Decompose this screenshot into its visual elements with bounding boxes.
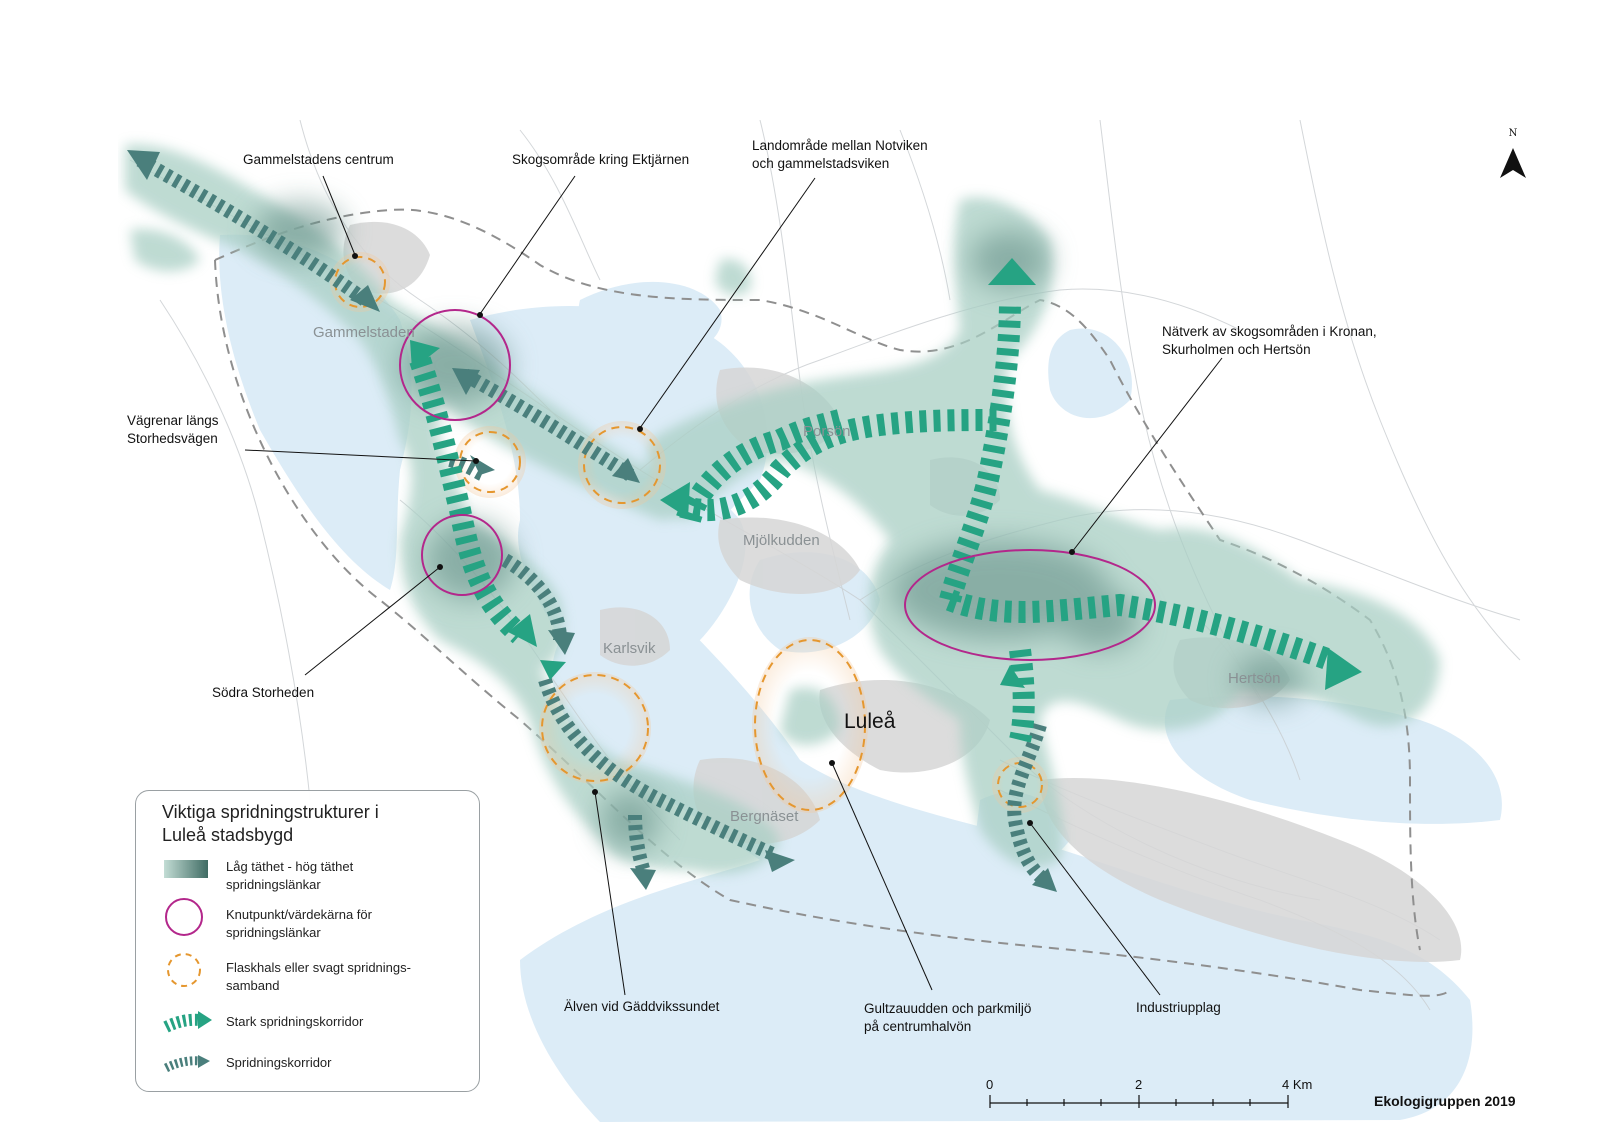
place-hertson: Hertsön xyxy=(1228,670,1281,687)
node-ektjarnen xyxy=(399,309,511,421)
weak-corridor-gaddvik xyxy=(538,677,778,862)
callout-kronan-line1: Nätverk av skogsområden i Kronan, xyxy=(1162,324,1377,339)
north-label: N xyxy=(1508,128,1518,139)
place-karlsvik: Karlsvik xyxy=(603,640,656,657)
bottleneck-notviken xyxy=(583,426,661,504)
legend-title-line1: Viktiga spridningstrukturer i xyxy=(162,802,379,822)
node-circles xyxy=(399,309,1156,661)
bottleneck-storhedsvagen xyxy=(459,431,521,493)
callout-lines xyxy=(244,175,1223,996)
callout-gultzauudden-line1: Gultzauudden och parkmiljö xyxy=(864,1001,1032,1016)
strong-corridor-porson xyxy=(676,409,1001,522)
scale-tick-4: 4 Km xyxy=(1282,1077,1313,1092)
strong-corridor-storheden xyxy=(409,356,528,644)
callout-ektjarnen: Skogsområde kring Ektjärnen xyxy=(512,152,690,167)
legend-node-line2: spridningslänkar xyxy=(226,925,321,940)
legend-bottleneck-line1: Flaskhals eller svagt spridnings- xyxy=(226,960,411,975)
callout-notviken-line1: Landområde mellan Notviken xyxy=(752,138,928,153)
map-area xyxy=(118,120,1532,1122)
legend-node-swatch xyxy=(165,898,203,936)
strong-corridor-kronan-north xyxy=(939,299,1021,603)
strong-corridor-hertson xyxy=(945,589,1334,671)
weak-corridor-gammelstaden xyxy=(136,153,370,306)
credit: Ekologigruppen 2019 xyxy=(1374,1093,1516,1109)
callout-notviken-line2: och gammelstadsviken xyxy=(752,156,890,171)
weak-corridor-ektjarnen-notviken xyxy=(461,368,634,481)
callout-vagrenar-line1: Vägrenar längs xyxy=(127,413,219,428)
scale-tick-2: 2 xyxy=(1135,1077,1143,1092)
node-kronan xyxy=(904,549,1156,661)
weak-corridor-karlsvik xyxy=(501,553,567,641)
callout-vagrenar-line2: Storhedsvägen xyxy=(127,431,218,446)
legend-strong-swatch xyxy=(163,1013,201,1033)
strong-corridor-heads xyxy=(410,258,1362,690)
legend-weak-swatch xyxy=(163,1056,201,1073)
weak-corridor-storhedsvagen xyxy=(448,453,487,482)
weak-corridor-bergnaset-south xyxy=(628,814,652,878)
callout-alven: Älven vid Gäddvikssundet xyxy=(564,999,720,1014)
strong-corridors xyxy=(409,299,1334,743)
north-arrow-icon xyxy=(1500,148,1526,178)
legend-strong-head-icon xyxy=(198,1011,212,1029)
legend-bottleneck-line2: samband xyxy=(226,978,280,993)
place-gammelstaden: Gammelstaden xyxy=(313,324,415,341)
legend-symbols xyxy=(163,860,212,1073)
callout-sodra-storheden: Södra Storheden xyxy=(212,685,315,700)
bottleneck-gaddvikssundet xyxy=(541,674,649,782)
scale-bar xyxy=(989,1095,1289,1108)
callout-kronan-line2: Skurholmen och Hertsön xyxy=(1162,342,1311,357)
weak-corridor-heads xyxy=(127,150,1057,892)
bottlenecks xyxy=(334,256,1043,811)
strong-corridor-notviken-porson xyxy=(679,409,843,524)
legend-density-swatch xyxy=(164,860,208,878)
legend-title-line2: Luleå stadsbygd xyxy=(162,825,294,845)
legend-node-line1: Knutpunkt/värdekärna för xyxy=(226,907,372,922)
place-bergnaset: Bergnäset xyxy=(730,808,799,825)
callout-industriupplag: Industriupplag xyxy=(1136,1000,1221,1015)
legend-density-line2: spridningslänkar xyxy=(226,877,321,892)
place-porson: Porsön xyxy=(803,423,851,440)
legend-weak-label: Spridningskorridor xyxy=(226,1055,332,1070)
legend-density-line1: Låg täthet - hög täthet xyxy=(226,859,354,874)
callout-gultzauudden-line2: på centrumhalvön xyxy=(864,1019,972,1034)
legend-weak-head-icon xyxy=(198,1055,210,1068)
place-mjolkudden: Mjölkudden xyxy=(743,532,820,549)
node-sodra-storheden xyxy=(421,514,503,596)
bottleneck-glows xyxy=(330,252,1048,813)
bottleneck-gammelstaden xyxy=(334,256,386,308)
legend-strong-label: Stark spridningskorridor xyxy=(226,1014,364,1029)
scale-tick-0: 0 xyxy=(986,1077,994,1092)
legend: Viktiga spridningstrukturer i Luleå stad… xyxy=(135,790,480,1092)
bottleneck-gultzauudden xyxy=(754,639,866,811)
legend-bottleneck-swatch xyxy=(167,953,201,987)
callout-gammelstadens-centrum: Gammelstadens centrum xyxy=(243,152,394,167)
callout-dots xyxy=(352,253,1075,826)
place-lulea: Luleå xyxy=(844,710,896,733)
weak-corridors xyxy=(136,153,1050,886)
